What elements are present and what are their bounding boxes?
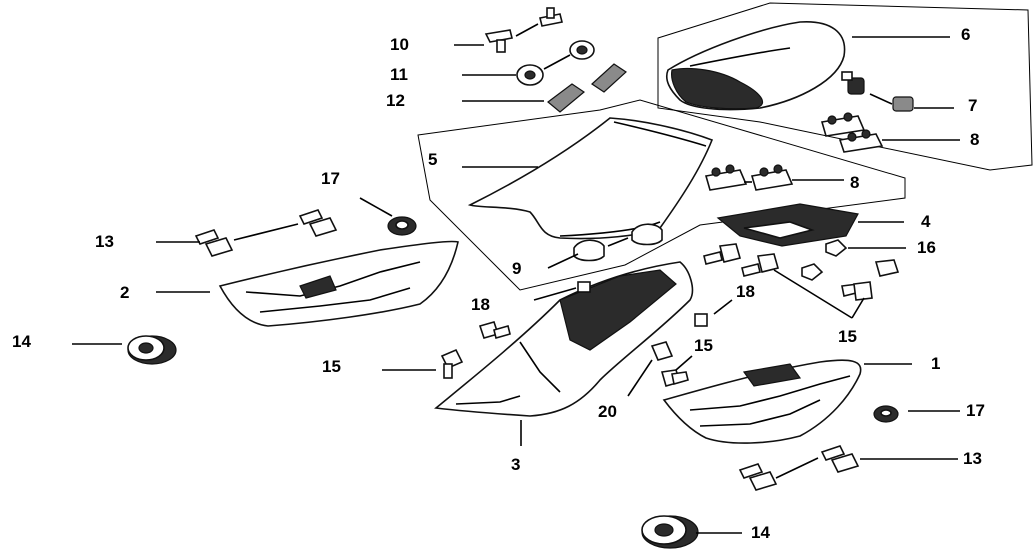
callout-9: 9 [512, 259, 522, 278]
callout-2: 2 [120, 283, 130, 302]
grommet-11-part [516, 40, 595, 86]
callout-1: 1 [931, 354, 941, 373]
bolt-15-right-part [703, 243, 900, 301]
callout-3: 3 [511, 455, 521, 474]
rivet-13-right-part [738, 445, 860, 491]
callout-8-front: 8 [850, 173, 860, 192]
callout-20: 20 [598, 402, 617, 421]
clip-15-left-part [440, 348, 464, 379]
callout-14-left: 14 [12, 332, 31, 351]
callout-6: 6 [961, 25, 971, 44]
grommet-14-left-part [127, 335, 177, 365]
clip-18-part [577, 281, 708, 327]
right-side-cover-part [662, 359, 862, 444]
callout-14-right: 14 [751, 523, 770, 542]
bolt-15-center-part [660, 369, 689, 387]
callout-13-right: 13 [963, 449, 982, 468]
seat-lock-part [841, 71, 914, 112]
callout-17-left: 17 [321, 169, 340, 188]
callout-7: 7 [968, 96, 978, 115]
bolt-18-part [478, 321, 511, 339]
grommet-14-right-part [641, 515, 699, 549]
front-seat-bracket-part [704, 164, 794, 191]
rear-seat-part [665, 21, 846, 111]
callout-12: 12 [386, 91, 405, 110]
callout-16: 16 [917, 238, 936, 257]
rivet-13-left-part [194, 209, 338, 257]
grommet-17-right-part [873, 405, 899, 423]
callout-10: 10 [390, 35, 409, 54]
leader-lines [72, 23, 960, 534]
callout-18-left: 18 [471, 295, 490, 314]
callout-17-right: 17 [966, 401, 985, 420]
cushion-9-part [573, 223, 663, 262]
fastener-10-part [484, 7, 563, 53]
callout-15-right: 15 [838, 327, 857, 346]
left-side-cover-part [218, 240, 459, 327]
undertray-3-part [434, 261, 694, 417]
nut-16-part [801, 239, 848, 281]
callout-4: 4 [921, 212, 931, 231]
callout-18-right: 18 [736, 282, 755, 301]
callout-5: 5 [428, 150, 438, 169]
damper-12-part [547, 63, 627, 113]
nut-20-part [650, 341, 674, 361]
cover-4-part [716, 203, 859, 247]
callout-15-left: 15 [322, 357, 341, 376]
callout-13-left: 13 [95, 232, 114, 251]
rear-seat-bracket-part [820, 112, 884, 153]
grommet-17-left-part [387, 216, 417, 236]
front-seat-part [467, 117, 714, 240]
callout-11: 11 [390, 65, 408, 84]
callout-8-rear: 8 [970, 130, 980, 149]
callout-15-center: 15 [694, 336, 713, 355]
